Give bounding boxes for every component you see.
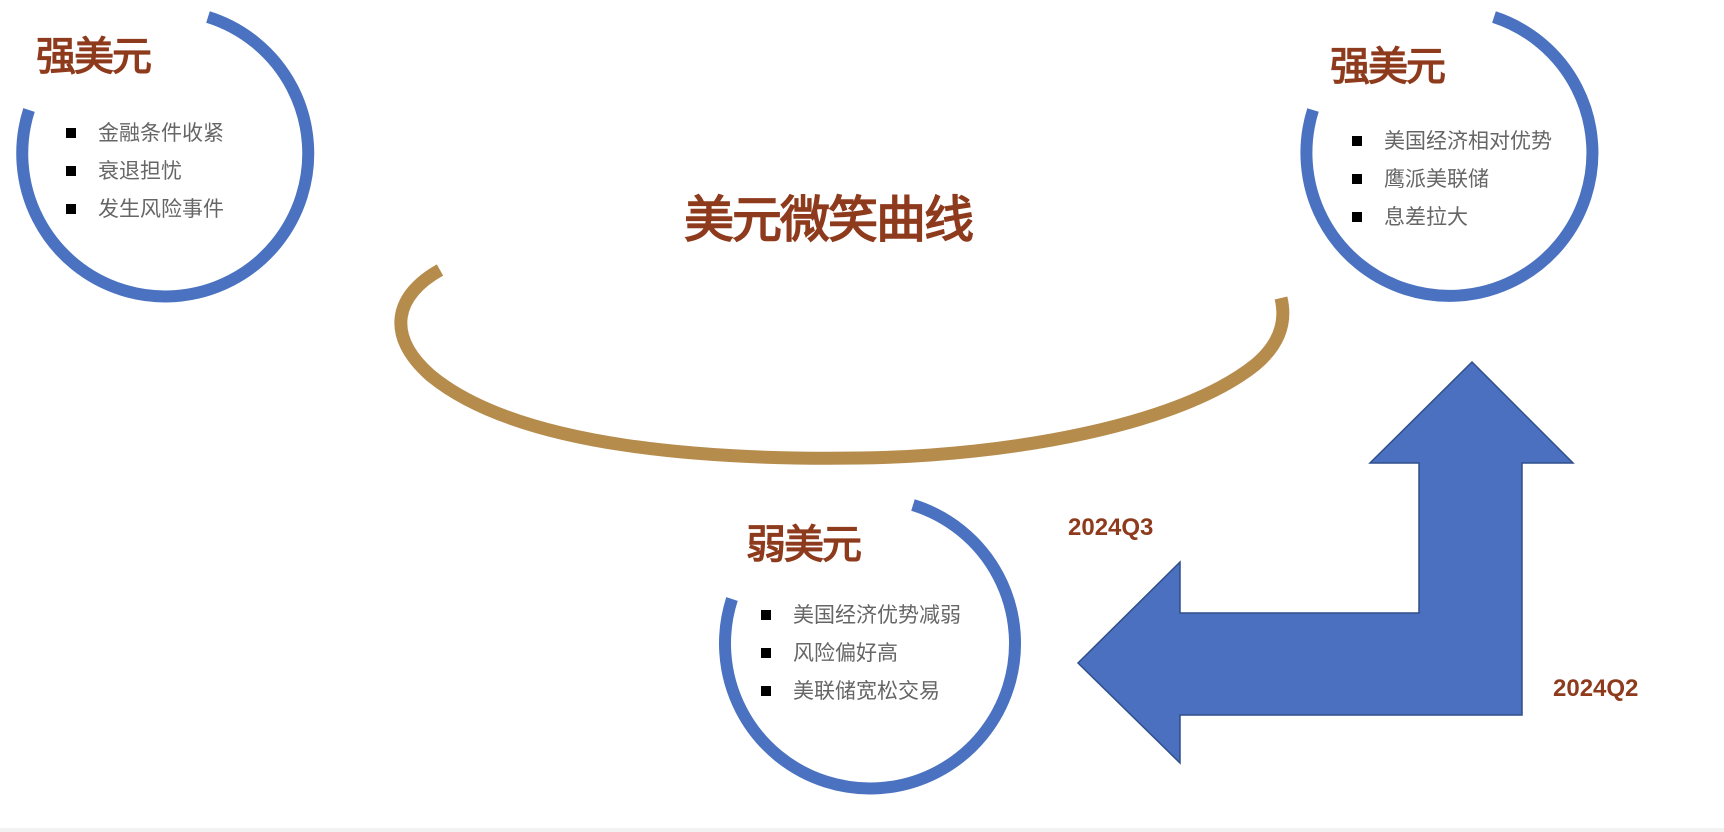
bullet-square-icon [66, 204, 76, 214]
bottom-state-label: 弱美元 [746, 522, 862, 568]
bullet-square-icon [761, 648, 771, 658]
bottom-state-list: 美国经济优势减弱 风险偏好高 美联储宽松交易 [761, 596, 961, 710]
right-state-ring [1300, 11, 1599, 302]
bullet-square-icon [761, 610, 771, 620]
left-state-ring [16, 11, 315, 303]
bullet-square-icon [1352, 212, 1362, 222]
list-item: 息差拉大 [1352, 198, 1552, 236]
page-title: 美元微笑曲线 [684, 191, 974, 249]
list-item: 发生风险事件 [66, 190, 224, 228]
list-item: 美国经济优势减弱 [761, 596, 961, 634]
list-item: 衰退担忧 [66, 152, 224, 190]
list-item: 金融条件收紧 [66, 114, 224, 152]
right-state-list: 美国经济相对优势 鹰派美联储 息差拉大 [1352, 122, 1552, 236]
left-state-label: 强美元 [36, 34, 152, 80]
bottom-state-ring [719, 499, 1021, 795]
arrow-label-up: 2024Q2 [1553, 675, 1639, 702]
bullet-square-icon [761, 686, 771, 696]
list-item: 风险偏好高 [761, 634, 961, 672]
list-item: 美联储宽松交易 [761, 672, 961, 710]
list-item: 美国经济相对优势 [1352, 122, 1552, 160]
bullet-square-icon [66, 128, 76, 138]
arrow-label-left: 2024Q3 [1068, 514, 1154, 541]
bullet-square-icon [1352, 136, 1362, 146]
bent-arrow-icon [1076, 360, 1575, 765]
right-state-label: 强美元 [1330, 44, 1446, 90]
bullet-square-icon [1352, 174, 1362, 184]
bullet-square-icon [66, 166, 76, 176]
list-item: 鹰派美联储 [1352, 160, 1552, 198]
left-state-list: 金融条件收紧 衰退担忧 发生风险事件 [66, 114, 224, 228]
footer-strip [0, 828, 1724, 832]
smile-curve [394, 264, 1290, 465]
